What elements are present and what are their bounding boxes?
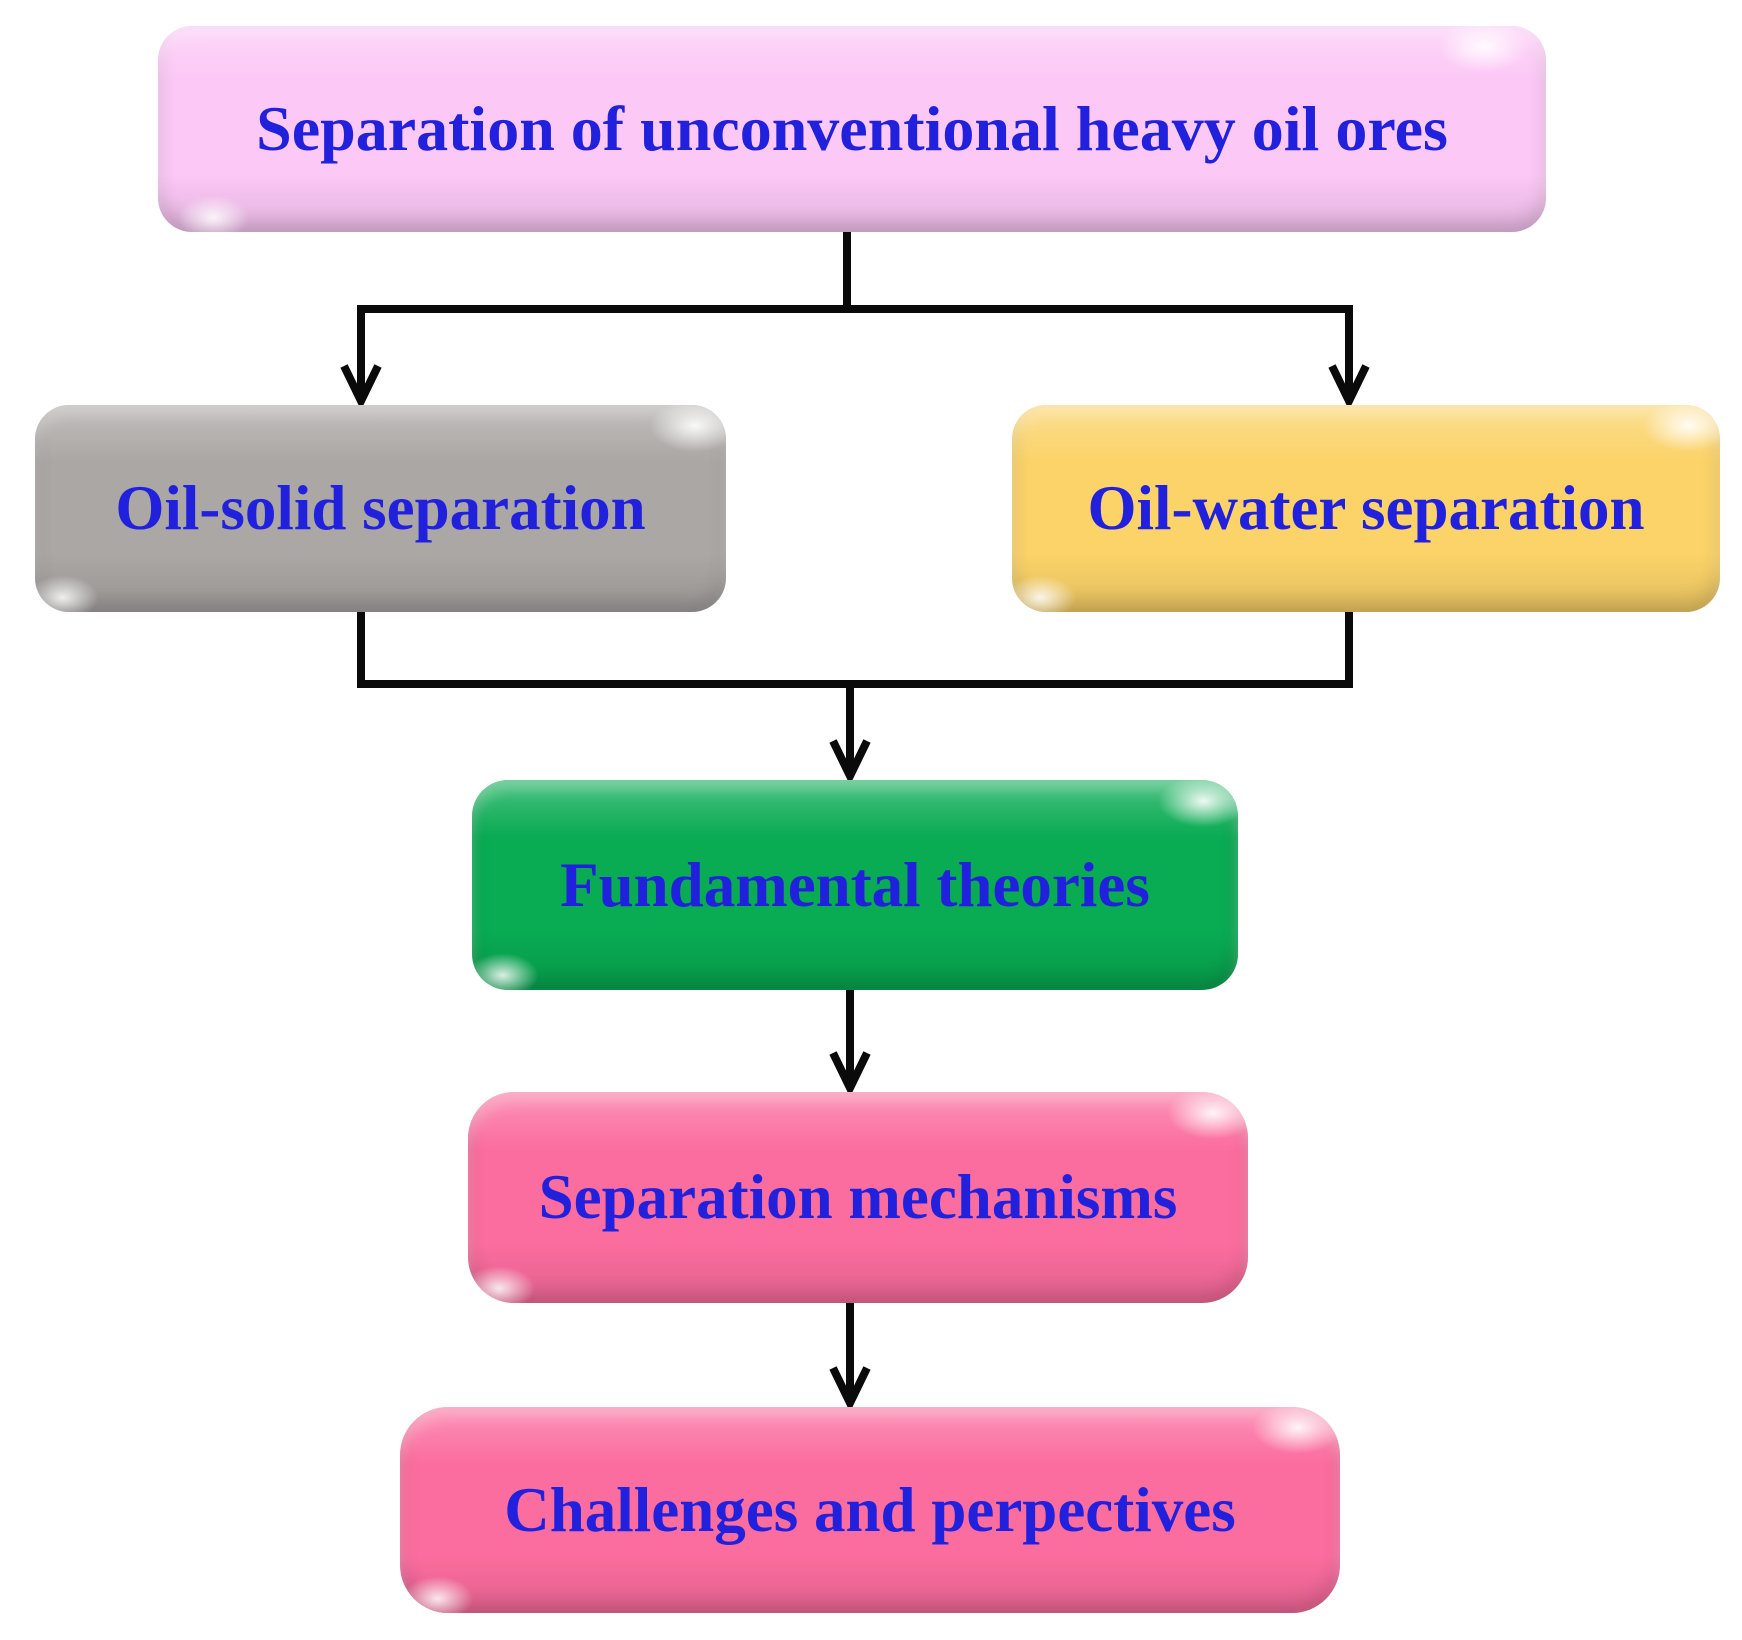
node-oil-solid-separation: Oil-solid separation <box>35 405 726 612</box>
node-fundamental-theories: Fundamental theories <box>472 780 1238 990</box>
node-oil-solid-separation-label: Oil-solid separation <box>115 473 646 543</box>
node-oil-water-separation: Oil-water separation <box>1012 405 1720 612</box>
arrowhead-challenges-icon <box>829 1366 871 1413</box>
node-challenges-and-perpectives: Challenges and perpectives <box>400 1407 1340 1613</box>
edge-split-bracket <box>357 305 1353 398</box>
arrowhead-oil-water-icon <box>1328 364 1370 411</box>
node-fundamental-theories-label: Fundamental theories <box>560 849 1150 920</box>
arrowhead-mechanisms-icon <box>829 1051 871 1098</box>
node-separation-root-label: Separation of unconventional heavy oil o… <box>256 93 1448 164</box>
arrowhead-fundamental-icon <box>829 739 871 786</box>
arrowhead-oil-solid-icon <box>340 364 382 411</box>
node-separation-mechanisms: Separation mechanisms <box>468 1092 1248 1303</box>
node-separation-of-unconventional-heavy-oil-ores: Separation of unconventional heavy oil o… <box>158 26 1546 232</box>
node-separation-mechanisms-label: Separation mechanisms <box>538 1162 1178 1232</box>
node-challenges-and-perpectives-label: Challenges and perpectives <box>504 1474 1236 1545</box>
edge-join-bracket <box>357 606 1353 688</box>
node-oil-water-separation-label: Oil-water separation <box>1087 473 1645 543</box>
